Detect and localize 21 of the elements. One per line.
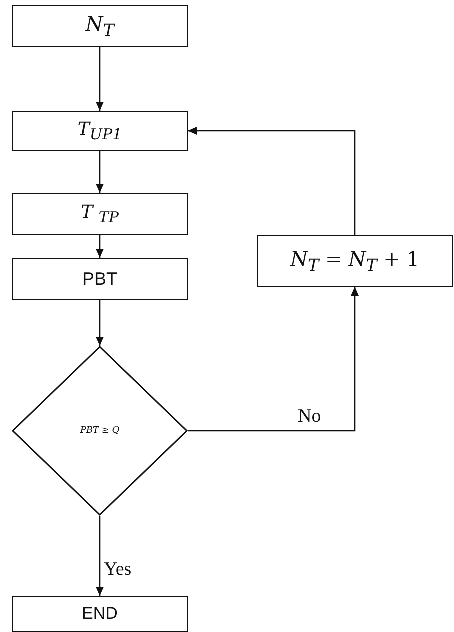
arrow	[188, 287, 359, 432]
arrow	[96, 47, 104, 111]
arrow	[96, 235, 104, 258]
process-box	[12, 258, 188, 300]
node-text: PBT	[82, 268, 118, 290]
arrow	[96, 300, 104, 346]
process-box	[257, 235, 453, 287]
process-box	[12, 596, 188, 632]
node-text: PBT ≥ Q	[80, 426, 120, 436]
node-text: END	[82, 604, 118, 624]
arrow	[96, 151, 104, 193]
node-text: N$_{T}$	[86, 12, 114, 40]
node-text: T $_{TP}$	[81, 202, 119, 226]
arrow	[188, 127, 356, 235]
process-box	[12, 5, 188, 47]
decision-diamond	[12, 346, 188, 516]
node-text: T$_{UP1}$	[78, 118, 122, 144]
process-box	[12, 193, 188, 235]
arrow	[96, 516, 104, 596]
process-box	[12, 111, 188, 151]
node-text: N$_{T}$ = N$_{T}$ + 1	[290, 247, 420, 275]
